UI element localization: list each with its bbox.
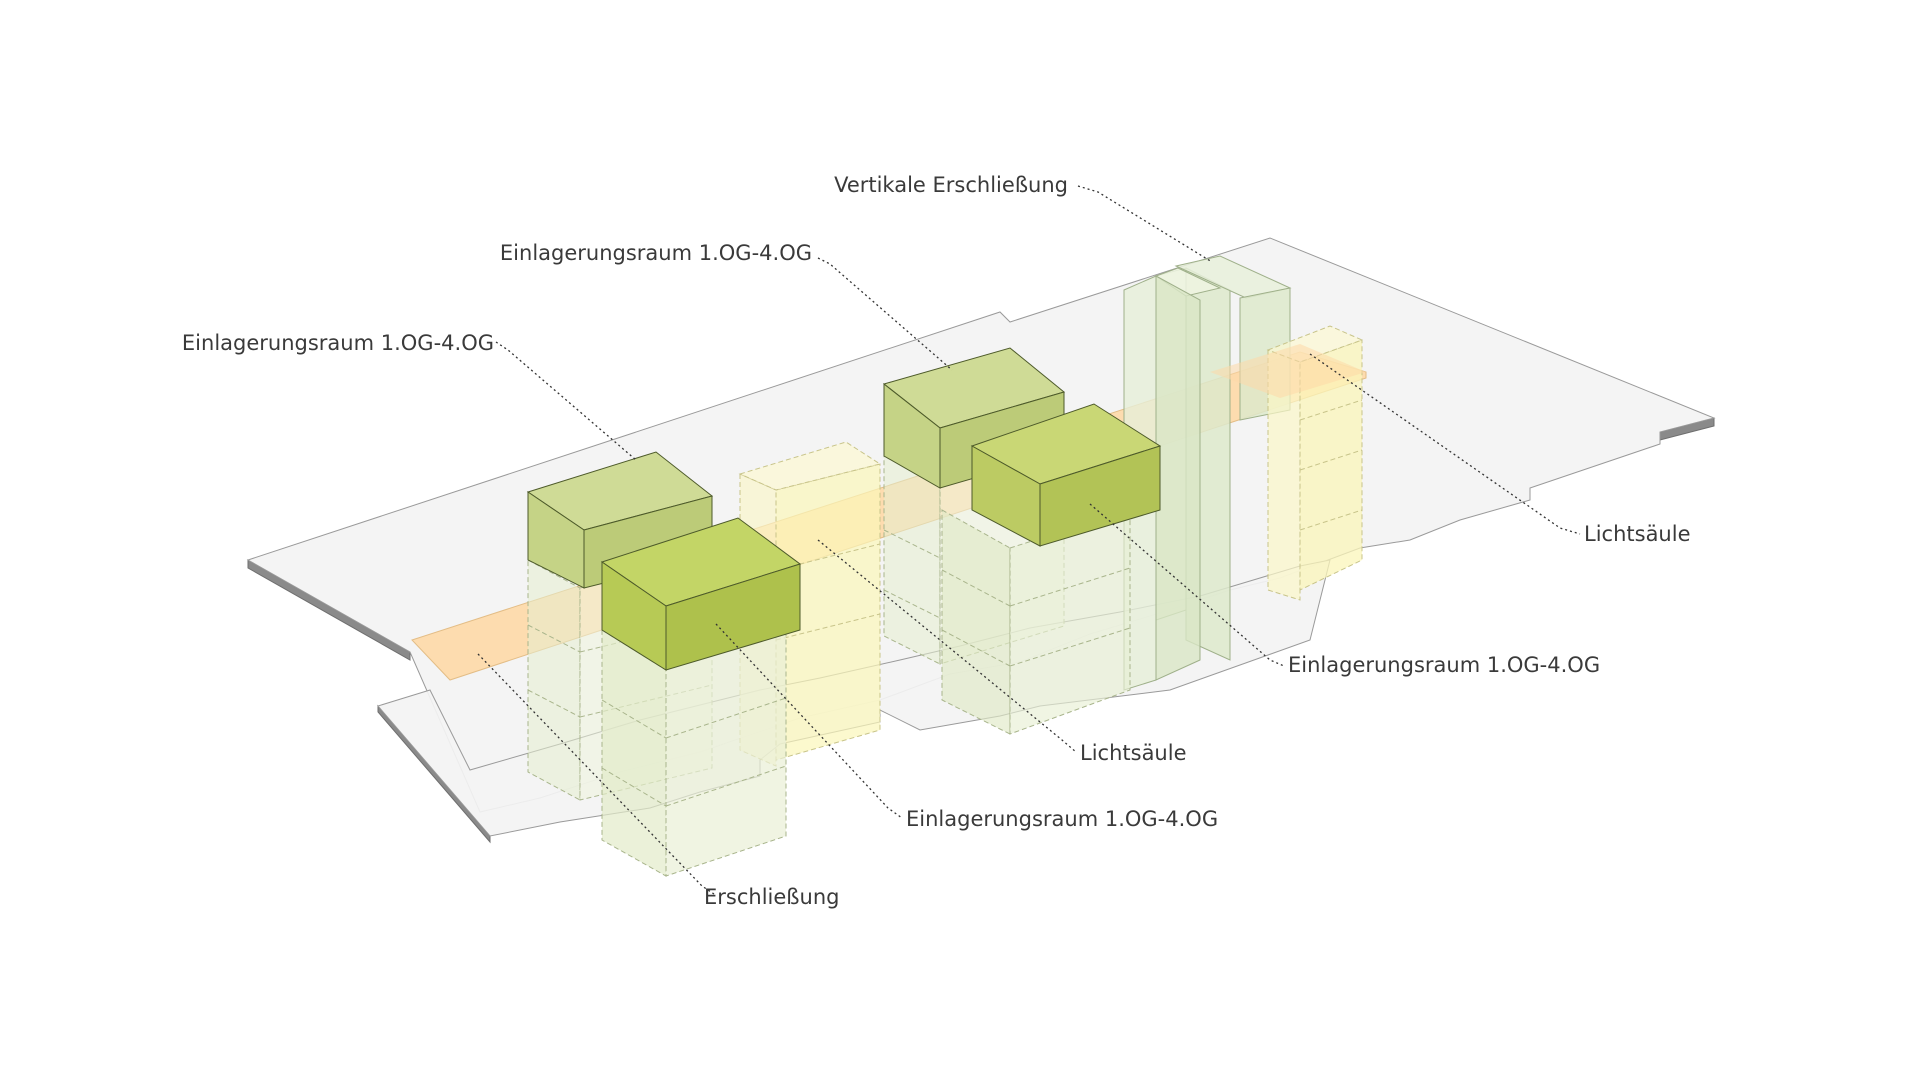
label-einlagerung-bottom: Einlagerungsraum 1.OG-4.OG	[906, 807, 1218, 831]
storage-box-left-front	[600, 517, 802, 671]
storage-stack-center-front	[941, 509, 1131, 735]
leader-lichtsaeule-center	[817, 539, 1077, 753]
labels: Vertikale Erschließung Einlagerungsraum …	[182, 173, 1691, 909]
circulation-band-upper	[1210, 344, 1366, 398]
label-erschliessung: Erschließung	[704, 885, 839, 909]
leader-einlagerung-left	[495, 341, 637, 461]
light-column-right	[1266, 325, 1364, 601]
leader-einlagerung-top	[817, 257, 953, 371]
leader-vertikale-erschliessung	[1077, 185, 1213, 263]
label-vertikale-erschliessung: Vertikale Erschließung	[834, 173, 1068, 197]
label-einlagerung-right: Einlagerungsraum 1.OG-4.OG	[1288, 653, 1600, 677]
storage-box-center-front	[970, 403, 1162, 547]
label-lichtsaeule-right: Lichtsäule	[1584, 522, 1691, 546]
label-einlagerung-left: Einlagerungsraum 1.OG-4.OG	[182, 331, 494, 355]
storage-stack-left-front	[601, 629, 787, 877]
label-lichtsaeule-center: Lichtsäule	[1080, 741, 1187, 765]
leader-lichtsaeule-right	[1309, 353, 1581, 535]
label-einlagerung-top: Einlagerungsraum 1.OG-4.OG	[500, 241, 812, 265]
leader-lines	[477, 185, 1581, 895]
leader-einlagerung-bottom	[715, 623, 903, 819]
